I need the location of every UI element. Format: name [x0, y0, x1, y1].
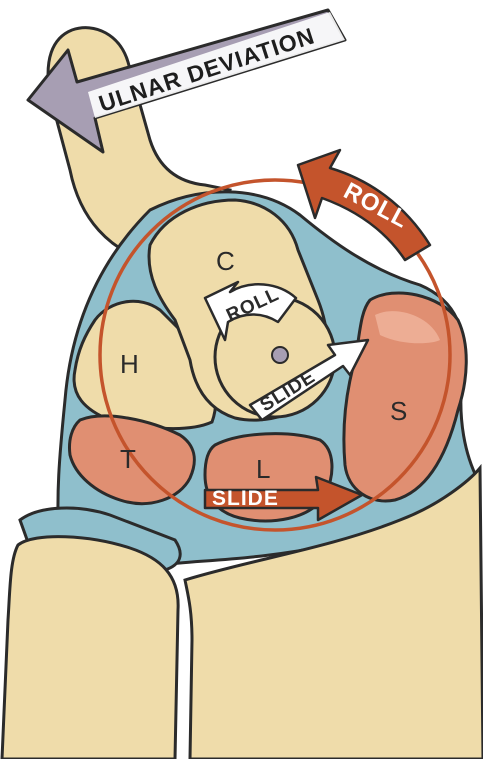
bone-label-t: T — [120, 444, 136, 474]
bone-label-l: L — [256, 454, 270, 484]
bone-label-c: C — [216, 246, 235, 276]
ulna-bone — [2, 537, 178, 759]
bone-label-h: H — [120, 349, 139, 379]
bone-label-s: S — [390, 396, 407, 426]
bottom-slide-label: SLIDE — [212, 487, 279, 510]
center-of-rotation — [272, 347, 288, 363]
